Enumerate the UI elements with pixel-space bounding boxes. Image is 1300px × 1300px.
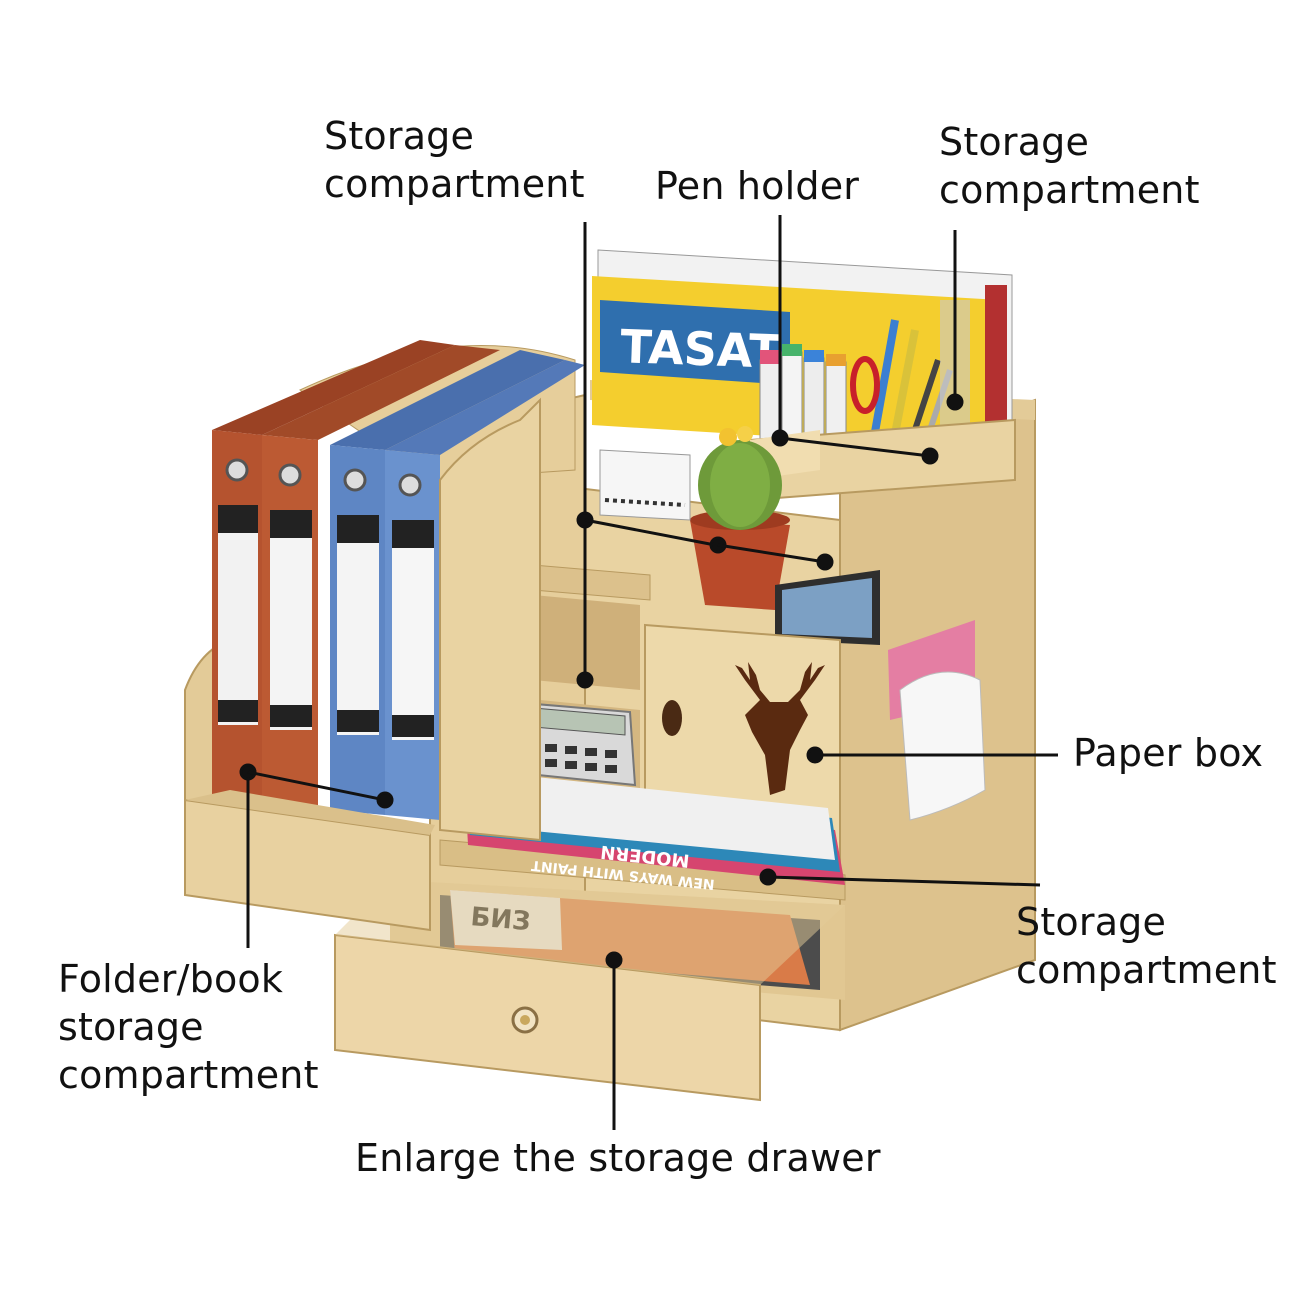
pens-markers	[759, 300, 970, 461]
binder-blue-1	[330, 350, 565, 815]
desk-calendar	[599, 449, 691, 521]
storage-drawer: БИЗ	[334, 880, 845, 1102]
tissue-paper	[888, 620, 986, 821]
file-holder	[184, 340, 585, 932]
phone	[775, 570, 880, 645]
label-storage-compartment-top-right: Storage compartment	[939, 120, 1200, 212]
books-lower: MODERN NEW WAYS WITH PAINT	[465, 770, 845, 892]
label-paper-box: Paper box	[1073, 731, 1264, 775]
binder-red-1	[212, 340, 455, 805]
leader-storage-right	[767, 875, 1041, 887]
organizer: TASAT	[184, 249, 1036, 1102]
label-storage-compartment-top-left: Storage compartment	[324, 114, 585, 206]
label-storage-drawer: Enlarge the storage drawer	[355, 1136, 881, 1180]
leader-lines	[239, 215, 1058, 1130]
label-folder-book-storage: Folder/book storage compartment	[58, 957, 319, 1097]
label-pen-holder: Pen holder	[655, 164, 860, 208]
deer-head-cutout	[735, 662, 825, 795]
binder-red-2	[262, 345, 500, 810]
binder-blue-2	[385, 360, 585, 820]
paper-box-hole	[662, 700, 682, 736]
label-storage-compartment-right: Storage compartment	[1016, 900, 1277, 992]
magazine-title: TASAT	[620, 319, 782, 379]
